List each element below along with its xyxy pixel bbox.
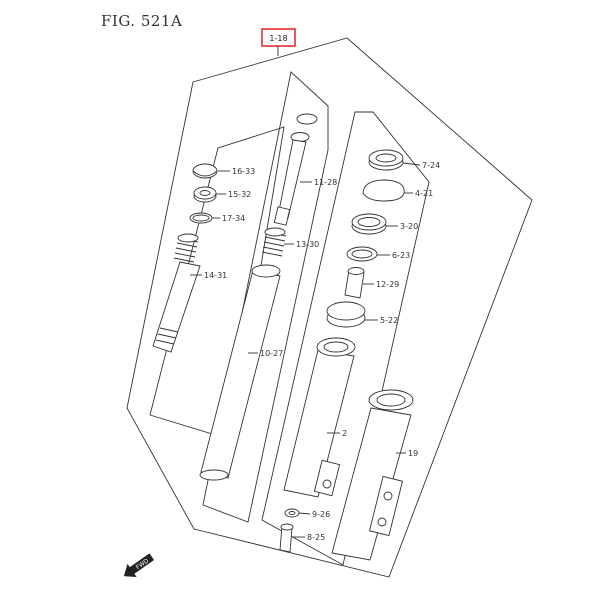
part-label: 15-32 [228, 190, 251, 199]
part-circlip[interactable] [362, 179, 405, 202]
part-label: 16-33 [232, 167, 255, 176]
part-oil-seal[interactable] [351, 213, 387, 235]
part-label: 7-24 [422, 161, 440, 170]
part-cap[interactable] [192, 163, 218, 179]
part-label: 17-34 [222, 214, 245, 223]
part-label: 14-31 [204, 271, 227, 280]
part-label: 2 [342, 429, 347, 438]
part-label: 9-26 [312, 510, 330, 519]
part-label: 3-20 [400, 222, 418, 231]
part-bushing[interactable] [326, 301, 366, 328]
part-label: 13-30 [296, 240, 319, 249]
part-label: 8-25 [307, 533, 325, 542]
assembly-outline [126, 37, 533, 578]
leader-lines [190, 162, 421, 538]
part-label: 11-28 [314, 178, 337, 187]
part-inner-tube[interactable] [199, 264, 281, 481]
part-fork-spring[interactable] [152, 233, 201, 353]
panel-outer-tube-group [261, 111, 430, 566]
panel-inner-tube-group [202, 71, 329, 523]
ref-box[interactable]: 1-18 [261, 28, 296, 56]
part-gasket[interactable] [284, 508, 300, 518]
fwd-arrow-icon: FWD [123, 553, 155, 577]
part-oil-lock-piece[interactable] [344, 267, 365, 299]
part-bolt[interactable] [279, 523, 294, 553]
part-label: 6-23 [392, 251, 410, 260]
part-label: 12-29 [376, 280, 399, 289]
part-dust-seal[interactable] [368, 149, 404, 171]
part-rebound-spring[interactable] [261, 227, 287, 257]
ref-box-label: 1-18 [269, 34, 287, 43]
figure-title: FIG. 521A [101, 12, 183, 30]
part-damper-rod[interactable] [273, 113, 318, 226]
part-labels: 16-33 15-32 17-34 14-31 11-28 13-30 10-2… [204, 161, 440, 542]
part-label: 10-27 [260, 349, 283, 358]
part-washer[interactable] [346, 246, 378, 262]
part-label: 4-21 [415, 189, 433, 198]
part-nut[interactable] [193, 186, 217, 203]
part-outer-tube-right[interactable] [331, 389, 414, 561]
part-label: 19 [408, 449, 418, 458]
part-outer-tube-left[interactable] [283, 337, 356, 498]
part-label: 5-22 [380, 316, 398, 325]
part-o-ring[interactable] [189, 212, 213, 224]
